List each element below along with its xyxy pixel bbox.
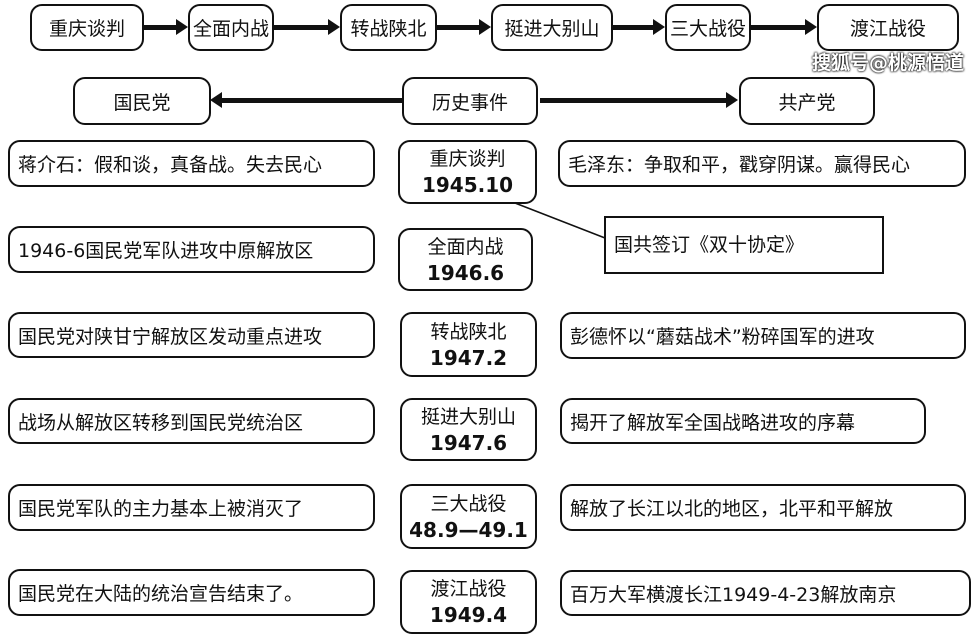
kmt-box-3: 国民党对陕甘宁解放区发动重点进攻 (8, 312, 375, 358)
arrow-right-icon (751, 19, 817, 35)
timeline-box-4: 挺进大别山 (491, 4, 613, 51)
event-date: 1945.10 (421, 173, 514, 197)
cpc-box-1: 毛泽东：争取和平，戳穿阴谋。赢得民心 (558, 140, 966, 187)
kmt-box-4: 战场从解放区转移到国民党统治区 (8, 398, 375, 444)
header-label: 国民党 (113, 91, 171, 114)
arrow-right-icon (437, 19, 491, 35)
timeline-label: 挺进大别山 (504, 18, 600, 40)
timeline-box-2: 全面内战 (188, 4, 274, 51)
event-name: 转战陕北 (430, 320, 507, 343)
cpc-box-4: 揭开了解放军全国战略进攻的序幕 (560, 398, 926, 444)
header-cpc: 共产党 (739, 77, 875, 125)
timeline-label: 三大战役 (669, 18, 746, 40)
kmt-text: 1946-6国民党军队进攻中原解放区 (18, 240, 314, 262)
arrow-right-icon (274, 19, 340, 35)
arrow-right-icon (144, 19, 188, 35)
event-name: 全面内战 (427, 235, 504, 258)
event-date: 1947.6 (429, 430, 508, 455)
event-name: 三大战役 (430, 492, 507, 515)
cpc-box-6: 百万大军横渡长江1949-4-23解放南京 (560, 570, 971, 616)
arrow-right-icon (613, 19, 665, 35)
arrow-left-icon (210, 92, 402, 108)
event-date: 48.9—49.1 (409, 517, 528, 542)
timeline-label: 重庆谈判 (48, 18, 125, 40)
kmt-box-1: 蒋介石：假和谈，真备战。失去民心 (8, 140, 375, 187)
header-label: 共产党 (778, 91, 836, 114)
event-box-1: 重庆谈判 1945.10 (398, 140, 537, 204)
timeline-box-5: 三大战役 (665, 4, 751, 51)
note-box: 国共签订《双十协定》 (604, 216, 884, 274)
timeline-box-6: 渡江战役 (817, 4, 959, 51)
cpc-box-3: 彭德怀以“蘑菇战术”粉碎国军的进攻 (560, 312, 966, 359)
watermark: 搜狐号@桃源悟道 (812, 52, 965, 74)
timeline-label: 转战陕北 (350, 18, 427, 40)
timeline-label: 全面内战 (192, 18, 269, 40)
kmt-box-2: 1946-6国民党军队进攻中原解放区 (8, 226, 375, 273)
event-name: 重庆谈判 (429, 148, 506, 170)
event-date: 1949.4 (429, 603, 508, 627)
event-box-6: 渡江战役 1949.4 (400, 570, 537, 634)
kmt-box-6: 国民党在大陆的统治宣告结束了。 (8, 569, 375, 616)
arrow-right-icon (540, 92, 738, 108)
event-name: 渡江战役 (430, 578, 507, 600)
timeline-box-1: 重庆谈判 (30, 4, 144, 51)
event-date: 1947.2 (429, 345, 508, 370)
kmt-box-5: 国民党军队的主力基本上被消灭了 (8, 484, 375, 531)
header-events: 历史事件 (402, 77, 538, 125)
event-date: 1946.6 (426, 260, 505, 285)
header-label: 历史事件 (431, 91, 508, 114)
event-name: 挺进大别山 (420, 405, 516, 428)
timeline-box-3: 转战陕北 (340, 4, 437, 51)
timeline-label: 渡江战役 (849, 18, 926, 40)
header-kmt: 国民党 (73, 77, 211, 125)
cpc-box-5: 解放了长江以北的地区，北平和平解放 (560, 484, 966, 531)
